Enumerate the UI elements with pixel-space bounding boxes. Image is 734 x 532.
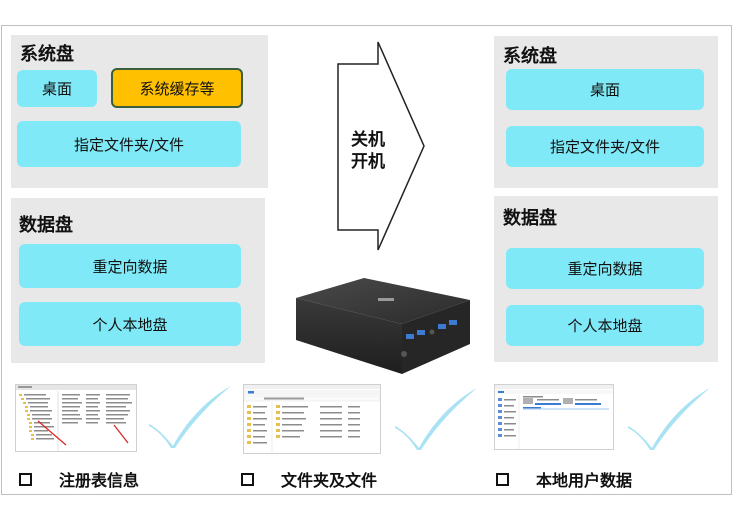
left-redirect-box: 重定向数据 — [19, 244, 241, 288]
caption-folders-label: 文件夹及文件 — [281, 471, 378, 490]
right-data-disk-title: 数据盘 — [503, 208, 557, 229]
right-local-disk-box: 个人本地盘 — [506, 305, 704, 346]
left-desktop-box: 桌面 — [17, 70, 97, 107]
caption-user-data: 本地用户数据 — [496, 467, 632, 491]
left-system-disk-panel: 系统盘 桌面 系统缓存等 指定文件夹/文件 — [11, 35, 268, 188]
left-system-disk-title: 系统盘 — [20, 44, 74, 65]
left-folder-file-box: 指定文件夹/文件 — [17, 121, 241, 167]
registry-check-mark-icon — [149, 386, 231, 448]
user-data-check-mark-icon — [628, 388, 710, 450]
right-system-disk-panel: 系统盘 桌面 指定文件夹/文件 — [494, 36, 718, 188]
left-local-disk-box: 个人本地盘 — [19, 302, 241, 346]
left-data-disk-panel: 数据盘 重定向数据 个人本地盘 — [11, 198, 265, 363]
caption-folders: 文件夹及文件 — [241, 467, 377, 491]
checkbox-square-icon — [496, 472, 509, 486]
right-desktop-box: 桌面 — [506, 69, 704, 110]
outer-frame — [1, 25, 732, 495]
right-system-disk-title: 系统盘 — [503, 46, 557, 67]
arrow-label-shutdown: 关机 — [351, 130, 385, 150]
left-data-disk-title: 数据盘 — [19, 215, 73, 236]
caption-registry: 注册表信息 — [19, 467, 139, 491]
registry-editor-thumbnail — [15, 384, 137, 452]
right-folder-file-box: 指定文件夹/文件 — [506, 126, 704, 167]
shutdown-boot-arrow — [337, 41, 425, 251]
right-redirect-box: 重定向数据 — [506, 248, 704, 289]
checkbox-square-icon — [241, 472, 254, 486]
this-pc-thumbnail — [494, 384, 614, 450]
arrow-label-boot: 开机 — [351, 152, 385, 172]
caption-user-data-label: 本地用户数据 — [536, 471, 633, 490]
folder-check-mark-icon — [395, 388, 477, 450]
mini-pc-image — [296, 278, 470, 374]
file-explorer-thumbnail — [243, 384, 381, 454]
left-system-cache-box: 系统缓存等 — [111, 68, 243, 108]
right-data-disk-panel: 数据盘 重定向数据 个人本地盘 — [494, 196, 718, 362]
caption-registry-label: 注册表信息 — [59, 471, 140, 490]
checkbox-square-icon — [19, 472, 32, 486]
